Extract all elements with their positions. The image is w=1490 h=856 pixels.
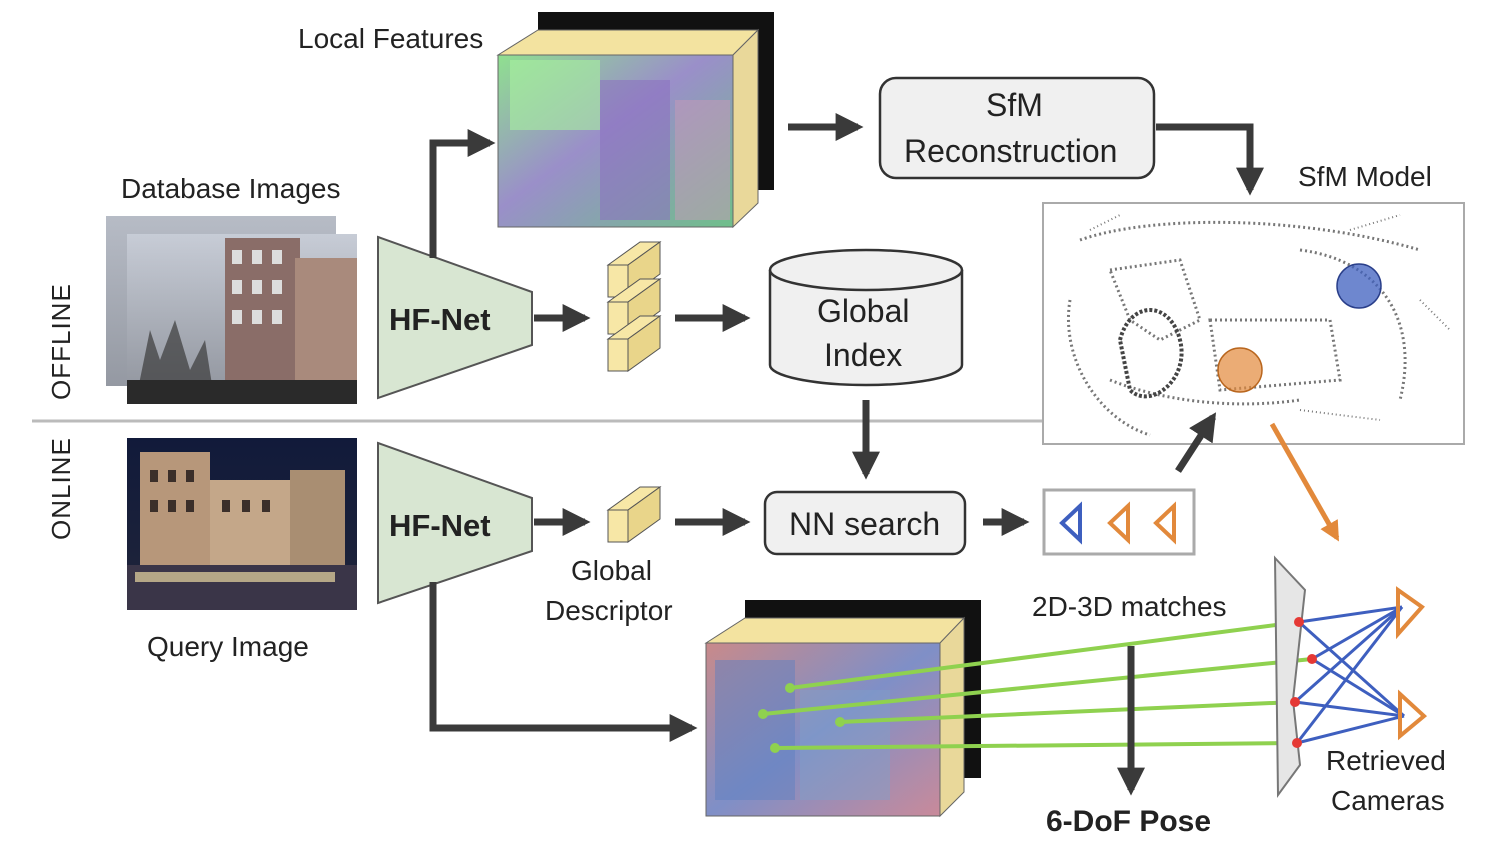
sfm-retrieved-camera-orange [1217,347,1263,393]
hfnet-offline-block [377,235,533,400]
global-descriptor-label-line2: Descriptor [545,595,673,626]
match-keypoints-2d [758,683,845,753]
local-features-label: Local Features [298,23,483,54]
hfnet-online-label: HF-Net [389,508,491,543]
arrow-hfnet-to-local-features [429,129,496,258]
local-features-online-volume [704,600,981,818]
sfm-retrieved-camera-blue [1336,263,1382,309]
offline-label: OFFLINE [46,283,76,400]
database-images-label: Database Images [121,173,340,204]
retrieved-camera-orange-icon [1107,501,1130,545]
database-images-stack [106,216,357,404]
hfnet-online-block [377,441,533,605]
nn-search-label: NN search [789,506,940,542]
sfm-reconstruction-box [878,76,1156,180]
arrow-retrieved-to-sfm-model [1175,412,1217,473]
flow-arrows [429,113,1264,796]
hfnet-offline-label: HF-Net [389,302,491,337]
retrieved-cameras-label-line1: Retrieved [1326,745,1446,776]
arrow-hfnet-to-local-features-online [429,582,698,742]
retrieved-camera-cone-top [1396,586,1425,640]
match-keypoints-3d [1290,617,1317,748]
sfm-reconstruction-label-line2: Reconstruction [904,133,1117,169]
query-image-label: Query Image [147,631,309,662]
global-descriptor-stack [606,241,662,372]
query-image [127,438,357,610]
retrieved-set-box [1042,488,1196,556]
global-index-label-line1: Global [817,293,910,329]
global-descriptor-label-line1: Global [571,555,652,586]
retrieved-camera-cone-bottom [1398,689,1428,741]
local-features-offline-volume [496,12,774,229]
matches-2d3d-label: 2D-3D matches [1032,591,1227,622]
camera-rays [1294,605,1406,745]
global-index-label-line2: Index [824,337,902,373]
retrieved-camera-orange-icon [1153,501,1176,545]
global-descriptor-online [606,486,662,543]
retrieved-cameras-label-line2: Cameras [1331,785,1445,816]
arrow-sfm-to-model [1156,123,1264,196]
sfm-model-label: SfM Model [1298,161,1432,192]
arrow-sfm-model-to-cameras [1269,422,1340,542]
nn-search-box [763,490,967,556]
sfm-reconstruction-label-line1: SfM [986,87,1043,123]
retrieved-camera-blue-icon [1059,501,1082,545]
sfm-model-map [1042,202,1465,445]
image-plane [1273,555,1307,799]
match-lines [762,620,1313,750]
online-label: ONLINE [46,437,76,540]
pose-label: 6-DoF Pose [1046,805,1211,838]
global-index-cylinder [768,248,964,387]
